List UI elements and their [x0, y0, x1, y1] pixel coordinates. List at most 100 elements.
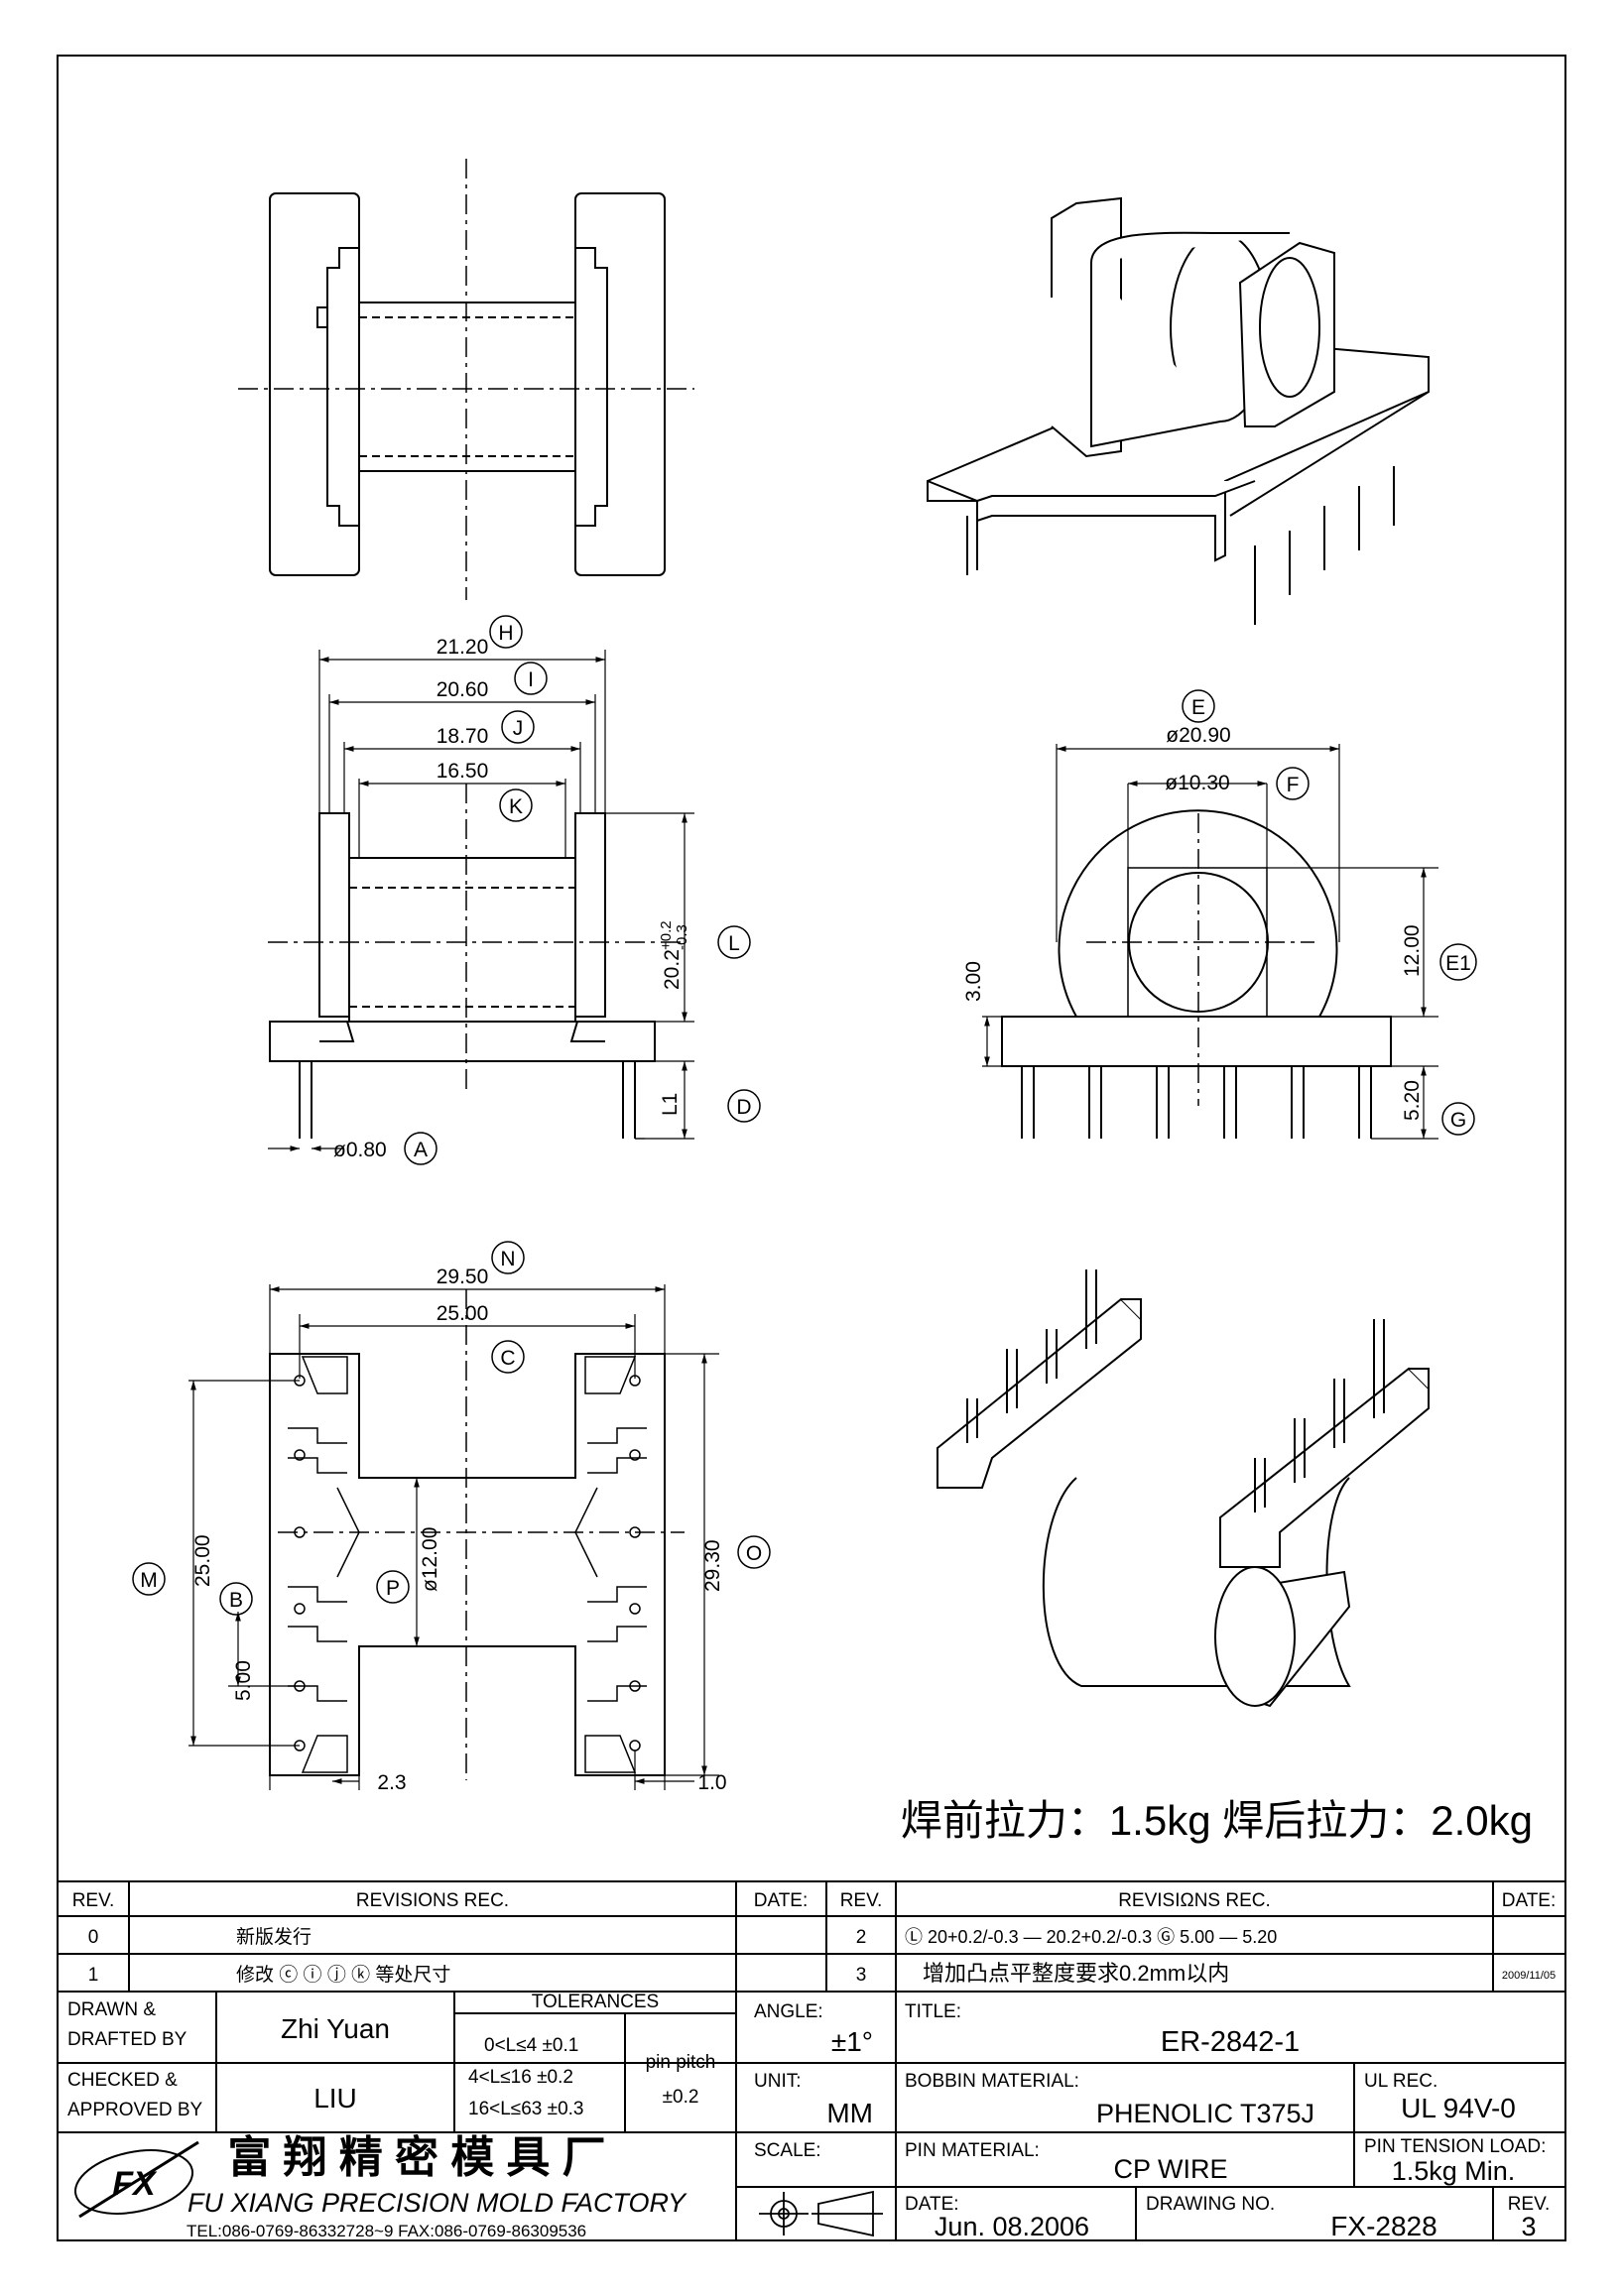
checked-label-2: APPROVED BY [67, 2100, 203, 2120]
company-contact: TEL:086-0769-86332728~9 FAX:086-0769-863… [187, 2222, 586, 2240]
callout-value-D: L1 [659, 1093, 682, 1116]
rev-1: 1 [88, 1965, 99, 1986]
bobbin-label: BOBBIN MATERIAL: [905, 2071, 1079, 2092]
callout-value-G: 5.20 [1401, 1080, 1424, 1121]
front-view-labels: H 21.20 I 20.60 J 18.70 K 16.50 20.2 +0.… [333, 615, 761, 1165]
callout-value-B: 5.00 [232, 1660, 255, 1701]
date-value: Jun. 08.2006 [935, 2212, 1089, 2241]
callout-letter-M: M [140, 1569, 158, 1592]
drawing-no-label: DRAWING NO. [1146, 2194, 1275, 2215]
callout-value-J: 18.70 [437, 725, 489, 748]
rev-0: 0 [88, 1927, 99, 1948]
callout-letter-K: K [509, 795, 523, 818]
drawn-value: Zhi Yuan [281, 2013, 390, 2044]
callout-letter-J: J [513, 717, 524, 740]
rev-1-text: 修改 ⓒ ⓘ ⓙ ⓚ 等处尺寸 [236, 1964, 450, 1986]
ul-value: UL 94V-0 [1401, 2093, 1516, 2123]
tol-row-2: 16<L≤63 ±0.3 [468, 2099, 583, 2119]
company-logo: FX [73, 2140, 199, 2219]
callout-letter-H: H [498, 622, 513, 645]
rev-3: 3 [856, 1965, 867, 1986]
bottom-view [188, 1284, 719, 1790]
revisions-header: REVISIONS REC. [356, 1890, 509, 1911]
callout-value-K: 16.50 [437, 760, 489, 783]
callout-L-tol-plus: +0.2 [658, 920, 675, 950]
tension-label: PIN TENSION LOAD: [1364, 2136, 1546, 2157]
dim-1-0: 1.0 [697, 1771, 726, 1794]
pin-material-value: CP WIRE [1113, 2154, 1227, 2184]
rev-value: 3 [1521, 2212, 1536, 2241]
callout-value-O: 29.30 [701, 1539, 724, 1592]
callout-letter-B: B [229, 1589, 243, 1612]
unit-label: UNIT: [754, 2071, 802, 2092]
pin-pitch-label: pin pitch [646, 2052, 716, 2073]
tol-row-1: 4<L≤16 ±0.2 [468, 2067, 573, 2088]
revisions-header-2: REVISIΩNS REC. [1118, 1890, 1271, 1911]
title-block [57, 1880, 1566, 2241]
callout-value-F: ø10.30 [1165, 772, 1229, 794]
checked-label-1: CHECKED & [67, 2070, 178, 2091]
callout-value-I: 20.60 [437, 678, 489, 701]
callout-value-P: ø12.00 [419, 1527, 441, 1592]
rev-2: 2 [856, 1927, 867, 1948]
callout-value-H: 21.20 [437, 636, 489, 659]
side-view [982, 744, 1438, 1140]
tolerances-label: TOLERANCES [532, 1992, 659, 2012]
callout-value-N: 29.50 [437, 1266, 489, 1288]
pin-pitch-value: ±0.2 [663, 2087, 699, 2108]
projection-symbol [759, 2190, 883, 2237]
isometric-view-top [927, 196, 1430, 625]
isometric-view-bottom [937, 1269, 1430, 1708]
company-name-cn: 富 翔 精 密 模 具 厂 [227, 2133, 605, 2182]
ul-label: UL REC. [1364, 2071, 1437, 2092]
callout-letter-G: G [1450, 1109, 1466, 1132]
callout-letter-C: C [500, 1347, 515, 1370]
date-header: DATE: [754, 1890, 809, 1911]
rev-3-text: 增加凸点平整度要求0.2mm以内 [923, 1961, 1229, 1986]
title-block-text: REV. REVISIONS REC. DATE: REV. REVISIΩNS… [67, 1890, 1556, 2241]
bobbin-value: PHENOLIC T375J [1096, 2099, 1314, 2128]
front-view [268, 650, 694, 1151]
rev-header: REV. [72, 1890, 115, 1911]
top-view [238, 159, 694, 600]
rev-label: REV. [1508, 2194, 1551, 2215]
dim-2-3: 2.3 [377, 1771, 406, 1794]
callout-letter-O: O [746, 1542, 762, 1565]
rev-3-date: 2009/11/05 [1502, 1970, 1556, 1982]
callout-letter-D: D [736, 1096, 751, 1119]
rev-header-2: REV. [840, 1890, 883, 1911]
unit-value: MM [826, 2098, 873, 2128]
angle-value: ±1° [831, 2026, 873, 2057]
callout-letter-F: F [1287, 774, 1300, 796]
title-value: ER-2842-1 [1161, 2026, 1300, 2058]
callout-letter-E: E [1191, 696, 1205, 719]
callout-value-E: ø20.90 [1166, 724, 1230, 747]
callout-letter-L: L [728, 932, 740, 955]
date-label: DATE: [905, 2194, 959, 2215]
pull-force-note: 焊前拉力：1.5kg 焊后拉力：2.0kg [901, 1797, 1533, 1844]
callout-letter-P: P [386, 1577, 400, 1600]
callout-letter-E1: E1 [1445, 952, 1471, 975]
drawn-label-2: DRAFTED BY [67, 2029, 187, 2050]
pin-material-label: PIN MATERIAL: [905, 2140, 1040, 2161]
callout-letter-I: I [528, 668, 534, 691]
callout-letter-A: A [414, 1139, 428, 1161]
tol-row-0: 0<L≤4 ±0.1 [484, 2035, 578, 2056]
callout-value-C: 25.00 [437, 1302, 489, 1325]
scale-label: SCALE: [754, 2140, 821, 2161]
logo-text: FX [112, 2165, 158, 2203]
side-view-labels: E ø20.90 ø10.30 F 12.00 E1 5.20 G 3.00 [962, 689, 1477, 1136]
company-name-en: FU XIANG PRECISION MOLD FACTORY [187, 2188, 687, 2218]
rev-2-text: Ⓛ 20+0.2/-0.3 — 20.2+0.2/-0.3 Ⓖ 5.00 — 5… [905, 1927, 1277, 1947]
angle-label: ANGLE: [754, 2001, 823, 2022]
callout-L-tol-minus: -0.3 [674, 924, 690, 950]
bottom-view-labels: N 29.50 25.00 C 25.00 M B 5.00 ø12.00 P … [132, 1241, 771, 1794]
rev-0-text: 新版发行 [236, 1926, 312, 1948]
drawn-label-1: DRAWN & [67, 1999, 156, 2020]
callout-value-300: 3.00 [962, 961, 985, 1002]
callout-value-A: ø0.80 [333, 1139, 387, 1161]
checked-value: LIU [313, 2083, 357, 2114]
tension-value: 1.5kg Min. [1392, 2156, 1516, 2186]
callout-value-L: 20.2 [661, 949, 684, 990]
